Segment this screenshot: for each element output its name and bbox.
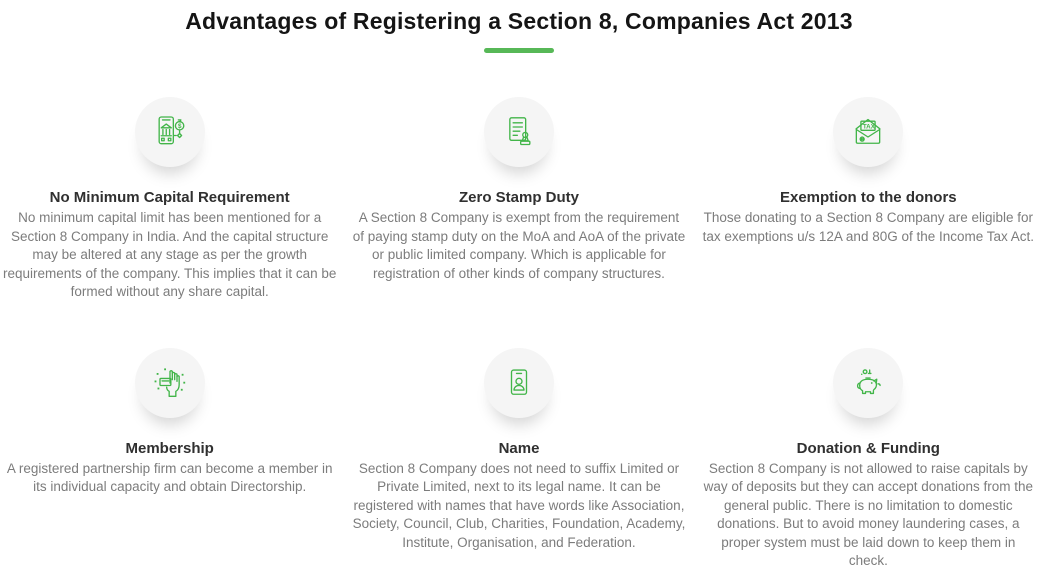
card-title: Zero Stamp Duty (458, 189, 579, 206)
card-description: Section 8 Company is not allowed to rais… (703, 460, 1034, 569)
card-name: Name Section 8 Company does not need to … (351, 347, 686, 571)
card-description: A Section 8 Company is exempt from the r… (352, 210, 686, 281)
card-membership: Membership A registered partnership firm… (2, 347, 337, 571)
card-title: Donation & Funding (796, 439, 940, 457)
mobile-banking-icon: $ (150, 112, 190, 152)
card-description: A registered partnership firm can become… (6, 460, 333, 495)
card-description: Those donating to a Section 8 Company ar… (702, 210, 1035, 244)
advantages-grid: $ No Minimum Capital Requirement No mini… (0, 97, 1038, 571)
icon-circle (483, 347, 554, 418)
card-description: Section 8 Company does not need to suffi… (352, 460, 686, 550)
page-title: Advantages of Registering a Section 8, C… (185, 8, 853, 34)
id-card-icon (499, 363, 539, 403)
card-zero-stamp-duty: Zero Stamp Duty A Section 8 Company is e… (351, 97, 686, 302)
dollar-glyph: $ (178, 123, 182, 130)
card-donation-funding: Donation & Funding Section 8 Company is … (701, 347, 1036, 571)
card-exemption-donors: TAX Exemption to the donors Those donati… (701, 97, 1036, 302)
piggy-bank-icon (848, 363, 888, 403)
title-divider (484, 48, 554, 53)
tax-envelope-icon: TAX (848, 112, 888, 152)
icon-circle: $ (134, 97, 205, 167)
card-title: Name (498, 439, 540, 457)
tax-glyph: TAX (863, 123, 876, 130)
icon-circle (483, 97, 554, 167)
card-title: Exemption to the donors (779, 189, 957, 206)
card-title: Membership (125, 439, 214, 457)
hand-card-icon (150, 363, 190, 403)
icon-circle: TAX (833, 97, 904, 167)
icon-circle (833, 347, 904, 418)
icon-circle (134, 347, 205, 418)
document-stamp-icon (499, 112, 539, 152)
card-title: No Minimum Capital Requirement (49, 189, 290, 206)
card-description: No minimum capital limit has been mentio… (2, 210, 337, 299)
card-no-minimum-capital: $ No Minimum Capital Requirement No mini… (2, 97, 337, 302)
